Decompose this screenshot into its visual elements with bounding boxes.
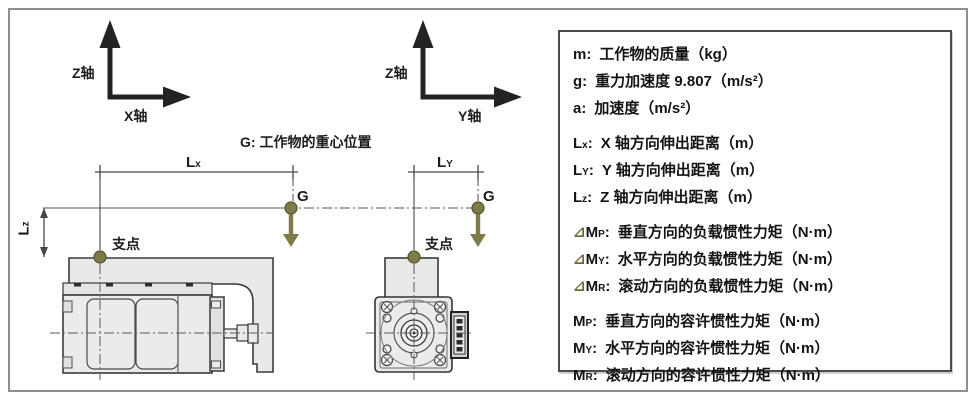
legend-text: 滚动方向的容许惯性力矩（N·m） (605, 367, 830, 384)
legend-symbol: LY: (573, 162, 594, 179)
fulcrum-label-right: 支点 (425, 236, 453, 252)
legend-box: m: 工作物的质量（kg） g: 重力加速度 9.807（m/s²） a: 加速度（m… (558, 30, 952, 384)
legend-symbol: g: (573, 73, 588, 90)
ly-dim-label: LY (437, 154, 453, 171)
legend-symbol: ⊿MP: (573, 224, 610, 241)
legend-symbol: ⊿MY: (573, 251, 610, 268)
g-label-right: G (483, 188, 495, 205)
legend-line: LY: Y 轴方向伸出距离（m） (573, 158, 944, 185)
lx-dim-label: Lx (186, 154, 201, 171)
legend-group-load-moments: ⊿MP: 垂直方向的负载惯性力矩（N·m） ⊿MY: 水平方向的负载惯性力矩（N·m… (573, 220, 944, 301)
legend-text: Z 轴方向伸出距离（m） (600, 189, 762, 206)
legend-line: ⊿MP: 垂直方向的负载惯性力矩（N·m） (573, 220, 944, 247)
legend-group-allowable-moments: MP:垂直方向的容许惯性力矩（N·m） MY:水平方向的容许惯性力矩（N·m） … (573, 309, 944, 390)
lz-dim-label: Lz (15, 221, 33, 236)
legend-text: 滚动方向的负载惯性力矩（N·m） (618, 278, 843, 295)
legend-text: 水平方向的负载惯性力矩（N·m） (617, 251, 842, 268)
legend-symbol: Lx: (573, 135, 593, 152)
axis-x-label: X轴 (124, 108, 148, 124)
fulcrum-dot-right (407, 250, 421, 264)
legend-symbol: a: (573, 100, 587, 117)
legend-symbol: MR: (573, 367, 598, 384)
legend-line: ⊿MR: 滚动方向的负载惯性力矩（N·m） (573, 274, 944, 301)
legend-group-mass: m: 工作物的质量（kg） g: 重力加速度 9.807（m/s²） a: 加速度（m… (573, 42, 944, 123)
legend-line: Lx: X 轴方向伸出距离（m） (573, 131, 944, 158)
legend-line: Lz: Z 轴方向伸出距离（m） (573, 185, 944, 212)
legend-text: Y 轴方向伸出距离（m） (601, 162, 765, 179)
legend-line: m: 工作物的质量（kg） (573, 42, 944, 69)
legend-text: 工作物的质量（kg） (599, 46, 737, 63)
legend-symbol: m: (573, 46, 592, 63)
axis-z-label-right: Z轴 (385, 65, 408, 81)
legend-line: MY: 水平方向的容许惯性力矩（N·m） (573, 336, 944, 363)
legend-text: 加速度（m/s²） (594, 100, 701, 117)
legend-line: MR: 滚动方向的容许惯性力矩（N·m） (573, 363, 944, 390)
legend-text: 水平方向的容许惯性力矩（N·m） (605, 340, 830, 357)
axis-z-label-left: Z轴 (72, 65, 95, 81)
legend-symbol: MP: (573, 313, 598, 330)
lx-dimension (95, 165, 298, 250)
axes-yz-arrows (412, 20, 522, 108)
legend-text: 垂直方向的负载惯性力矩（N·m） (617, 224, 842, 241)
gravity-center-note: G: 工作物的重心位置 (240, 134, 372, 150)
legend-line: ⊿MY: 水平方向的负载惯性力矩（N·m） (573, 247, 944, 274)
gravity-point-right (470, 201, 486, 247)
axes-xz-arrows (99, 20, 191, 108)
legend-group-distances: Lx: X 轴方向伸出距离（m） LY: Y 轴方向伸出距离（m） Lz: Z 轴方向… (573, 131, 944, 212)
legend-symbol: MY: (573, 340, 598, 357)
actuator-front-view (366, 257, 474, 380)
legend-symbol: Lz: (573, 189, 593, 206)
actuator-side-view (50, 257, 274, 374)
legend-line: MP: 垂直方向的容许惯性力矩（N·m） (573, 309, 944, 336)
ly-dimension (408, 165, 484, 250)
fulcrum-label-left: 支点 (112, 236, 140, 252)
legend-text: 重力加速度 9.807（m/s²） (595, 73, 773, 90)
g-label-left: G (297, 188, 309, 205)
legend-symbol: ⊿MR: (573, 278, 611, 295)
outer-frame (8, 8, 968, 392)
legend-line: a: 加速度（m/s²） (573, 96, 944, 123)
legend-text: 垂直方向的容许惯性力矩（N·m） (605, 313, 830, 330)
lz-dimension (40, 208, 48, 257)
fulcrum-dot-left (93, 250, 107, 264)
legend-text: X 轴方向伸出距离（m） (600, 135, 764, 152)
legend-line: g: 重力加速度 9.807（m/s²） (573, 69, 944, 96)
gravity-point-left (283, 201, 299, 247)
axis-y-label: Y轴 (458, 108, 482, 124)
